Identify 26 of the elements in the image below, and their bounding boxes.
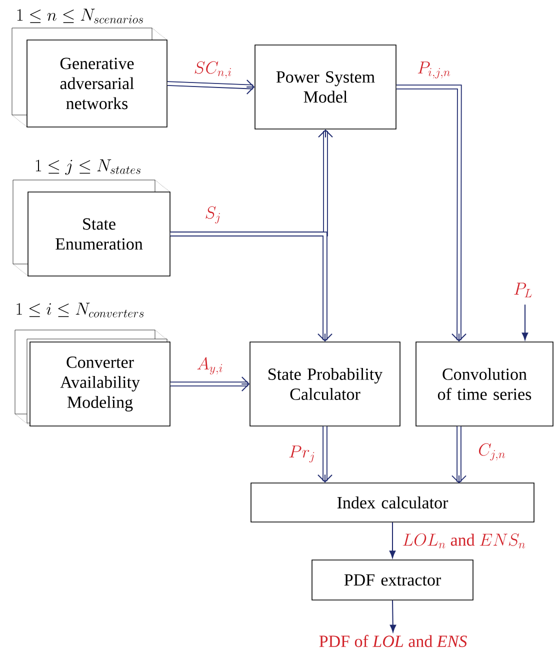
edge-label: $Pr_{j}$ xyxy=(288,444,316,464)
edge-label: $LOL_{n}\ \mathrm{and}\ ENS_{n}$ xyxy=(401,532,527,550)
arrow xyxy=(389,522,396,559)
edge-label: $A_{y,i}$ xyxy=(196,356,224,376)
arrow xyxy=(396,84,466,342)
range-label: $1 \leq j \leq N_{states}$ xyxy=(36,159,140,175)
process-box: State Probability Calculator xyxy=(250,342,400,426)
arrow xyxy=(452,426,466,484)
edge-label: $P_{i,j,n}$ xyxy=(416,60,452,80)
process-box: PDF extractor xyxy=(312,560,474,600)
process-box: Index calculator xyxy=(250,482,534,522)
edge-label: $SC_{n,i}$ xyxy=(192,60,234,80)
result-text: PDF of LOL and ENS xyxy=(319,634,467,648)
arrow xyxy=(170,376,250,392)
arrow xyxy=(170,232,332,342)
process-box: Convolution of time series xyxy=(416,342,554,426)
arrow xyxy=(390,600,396,633)
edge-label: $P_{L}$ xyxy=(512,282,534,298)
range-label: $1 \leq i \leq N_{converters}$ xyxy=(16,302,144,318)
edge-label: $C_{j,n}$ xyxy=(477,442,507,462)
arrow xyxy=(318,426,332,483)
edge-label: $S_{j}$ xyxy=(204,206,222,224)
arrow xyxy=(167,80,255,94)
range-label: $1 \leq n \leq N_{scenarios}$ xyxy=(17,8,143,24)
process-box: Power System Model xyxy=(254,44,396,130)
arrow xyxy=(522,304,528,341)
